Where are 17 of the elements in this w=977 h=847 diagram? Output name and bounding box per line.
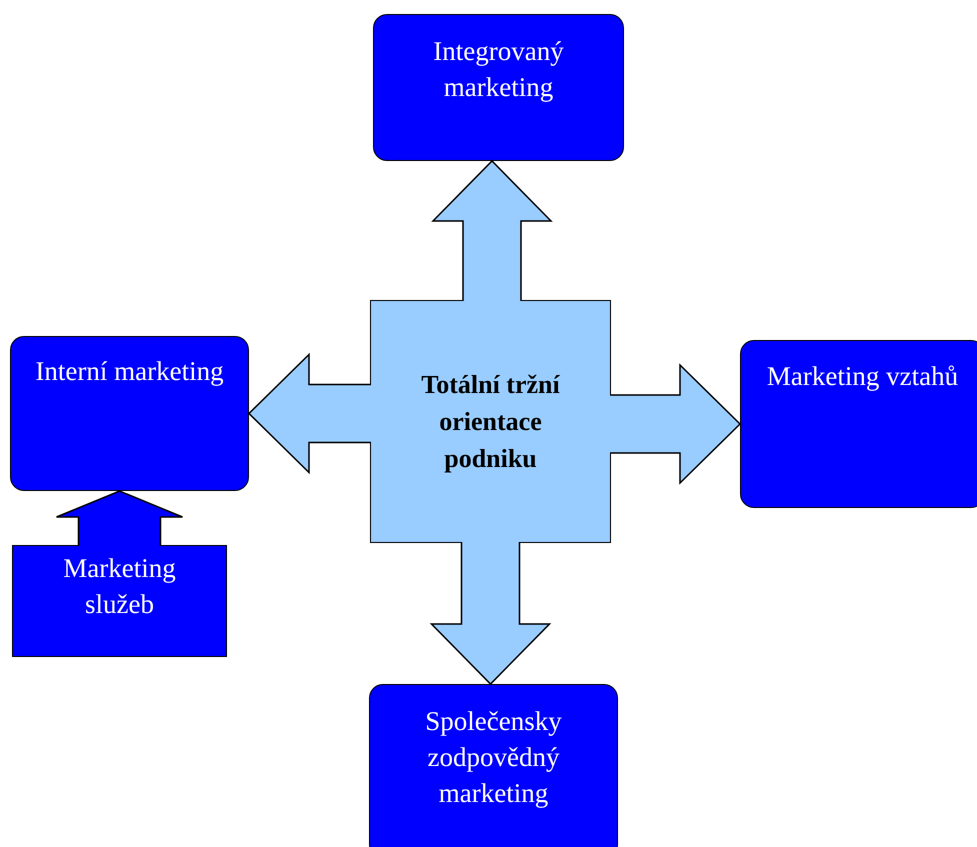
block-arrow <box>609 363 742 485</box>
node-text: Společensky zodpovědný marketing <box>424 705 563 810</box>
block-arrow <box>431 160 553 302</box>
rounded-box <box>10 336 249 491</box>
node-text: Marketing vztahů <box>766 360 960 393</box>
block-arrow <box>248 352 372 474</box>
center-box <box>370 300 611 543</box>
block-arrow <box>56 490 184 547</box>
rounded-box <box>373 14 624 161</box>
node-text: Totální tržní orientace podniku <box>420 369 561 475</box>
box <box>12 545 227 657</box>
node-text: Marketing služeb <box>62 552 177 621</box>
node-text: Interní marketing <box>34 355 225 388</box>
block-arrow <box>430 541 552 686</box>
rounded-box <box>369 684 618 847</box>
rounded-box <box>740 340 977 508</box>
node-text: Integrovaný marketing <box>432 35 565 104</box>
